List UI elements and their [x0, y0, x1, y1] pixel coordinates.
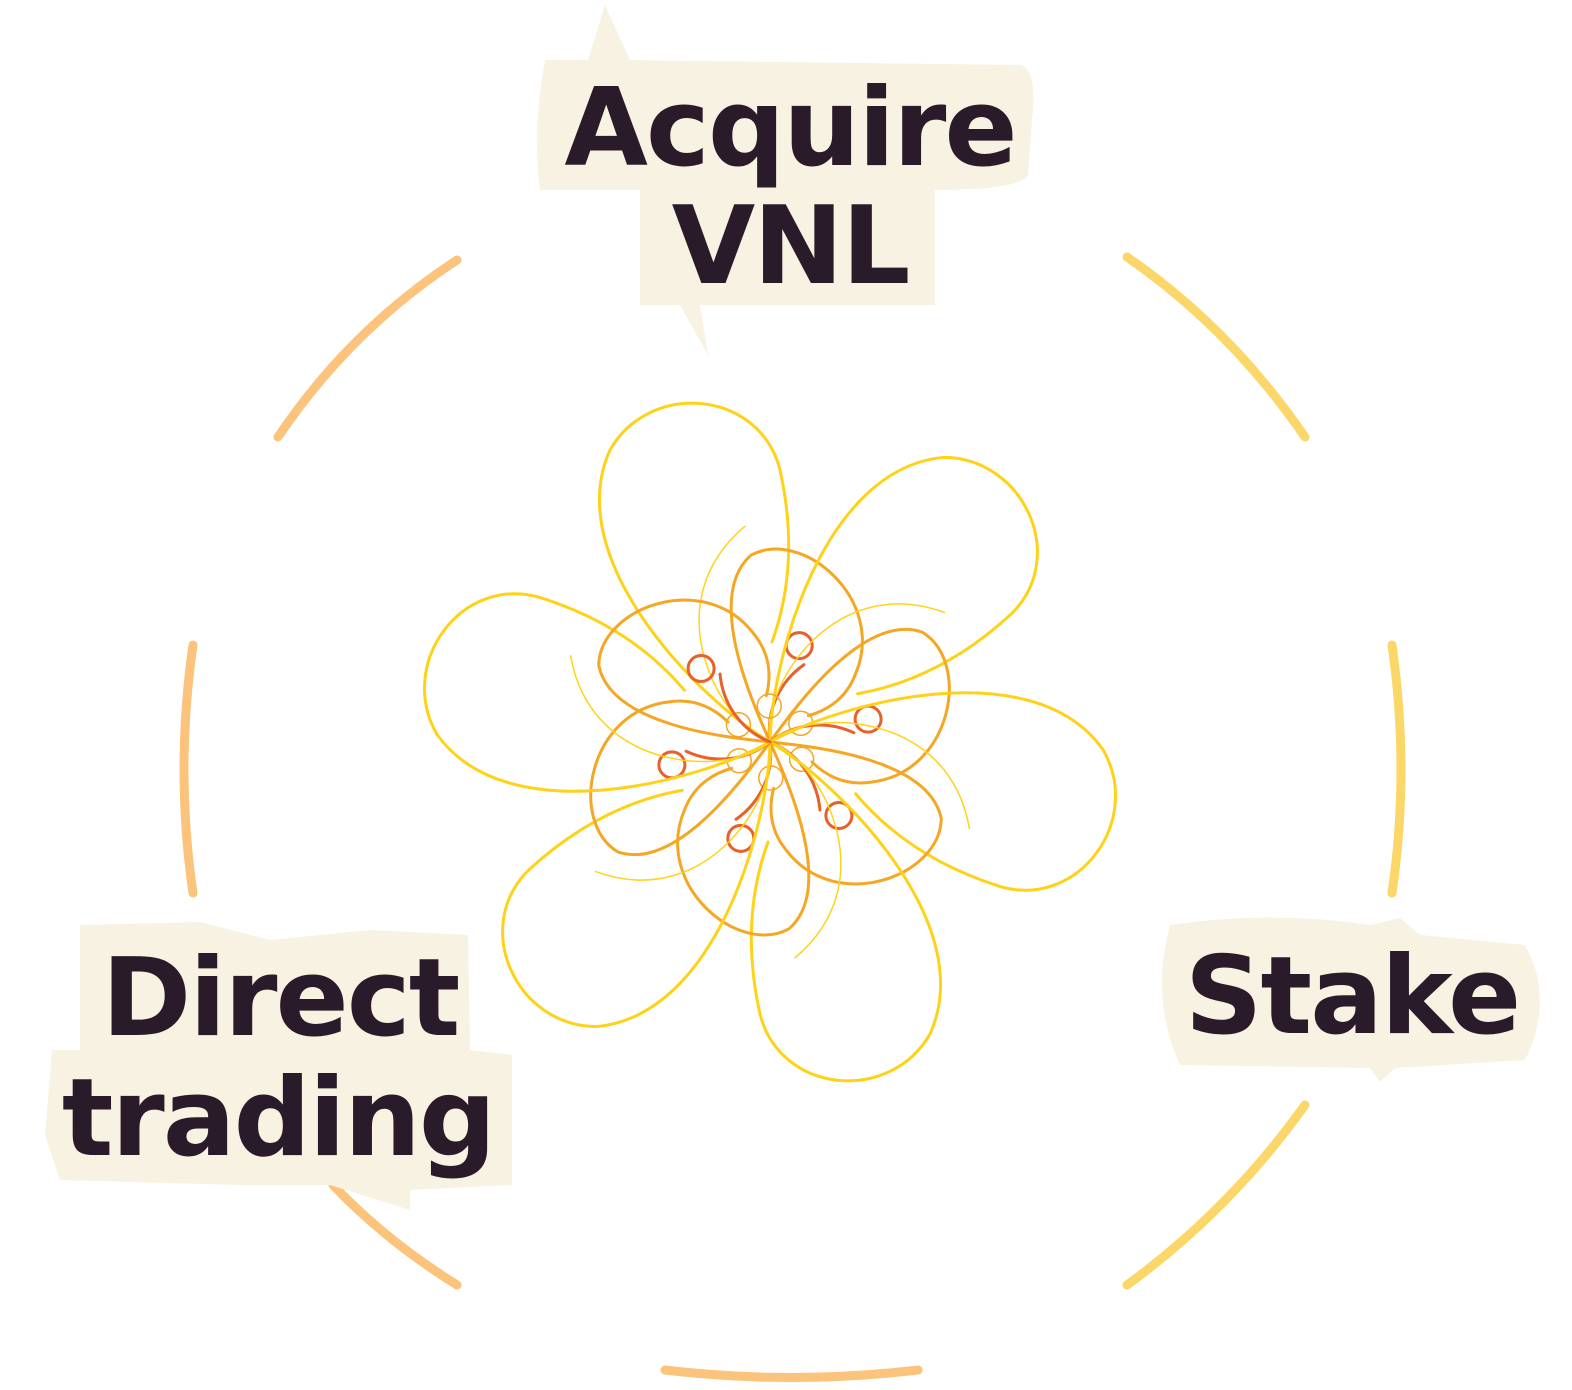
flower-curl-loop — [686, 654, 716, 683]
node-direct-trading-label-line-1: Direct — [102, 936, 459, 1061]
node-acquire: Acquire VNL — [536, 5, 1034, 355]
flower-curl-loop — [824, 801, 854, 830]
flower-inner-petal — [676, 740, 811, 937]
ring-arc-bottom-right — [1122, 1100, 1310, 1290]
node-acquire-bubble — [536, 5, 1034, 355]
cycle-ring — [179, 252, 1406, 1382]
flower-emblem — [423, 401, 1117, 1083]
flower-wisp — [569, 654, 771, 763]
node-direct-trading-label-line-2: trading — [62, 1056, 494, 1181]
ring-arc-right — [1387, 640, 1406, 898]
flower-curl-stem — [718, 672, 772, 744]
node-direct-trading-bubble — [45, 922, 512, 1210]
flower-inner-petal — [597, 598, 772, 744]
node-stake: Stake — [1162, 917, 1540, 1082]
flower-outer-petal — [749, 740, 943, 1083]
flower-wisp — [769, 721, 971, 830]
ring-arc-top-right — [1122, 252, 1310, 442]
flower-wisp — [594, 741, 772, 881]
flower-wisp — [768, 603, 946, 743]
node-acquire-label-line-2: VNL — [672, 184, 909, 309]
ring-arc-bottom — [660, 1365, 923, 1382]
node-stake-bubble — [1162, 917, 1540, 1082]
ring-arc-top-left — [273, 255, 462, 442]
node-direct-trading: Direct trading — [45, 922, 512, 1210]
node-stake-label: Stake — [1185, 934, 1519, 1059]
flower-inner-petal — [729, 547, 864, 744]
ring-arc-left — [179, 640, 198, 898]
flower-inner-petal — [589, 699, 772, 856]
flower-inner-petal — [768, 628, 951, 785]
flower-outer-petal — [768, 455, 1039, 744]
node-acquire-label-line-1: Acquire — [564, 66, 1015, 191]
flower-outer-petal — [423, 592, 772, 793]
ring-arc-bottom-left — [328, 1180, 462, 1290]
flower-outer-petal — [768, 691, 1117, 892]
flower-inner-petal — [768, 740, 943, 886]
flower-wisp — [769, 741, 842, 959]
flower-outer-petal — [501, 740, 772, 1029]
flower-center-loop — [756, 693, 782, 719]
flower-outer-petal — [597, 401, 791, 744]
